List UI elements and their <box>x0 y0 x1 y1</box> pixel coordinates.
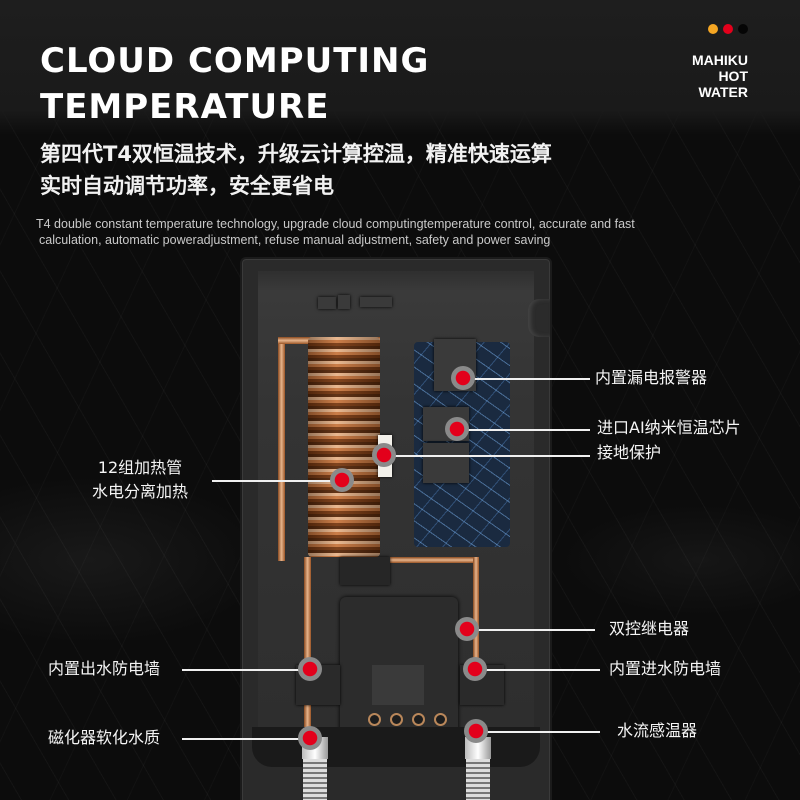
small-connector-block <box>340 557 390 585</box>
marker-outlet-wall[interactable] <box>298 657 322 681</box>
right-bolt-head <box>465 737 491 759</box>
marker-grounding[interactable] <box>372 443 396 467</box>
marker-flow-sensor[interactable] <box>464 719 488 743</box>
callout-line-magnetizer <box>182 738 304 740</box>
black-dot-icon <box>738 24 748 34</box>
page-title: CLOUD COMPUTING TEMPERATURE <box>40 38 429 130</box>
left-lower-pipe <box>304 557 311 737</box>
heater-base <box>252 727 540 767</box>
subtitle-line-1: 第四代T4双恒温技术，升级云计算控温，精准快速运算 <box>40 142 552 166</box>
top-connector-1 <box>318 297 336 309</box>
label-dual-relay: 双控继电器 <box>609 619 690 638</box>
label-magnetizer: 磁化器软化水质 <box>48 728 161 747</box>
water-heater-interior <box>240 257 552 800</box>
marker-ai-chip[interactable] <box>445 417 469 441</box>
label-outlet-wall: 内置出水防电墙 <box>48 659 161 678</box>
marker-inlet-wall[interactable] <box>463 657 487 681</box>
callout-line-outlet-wall <box>182 669 304 671</box>
label-leakage-alarm: 内置漏电报警器 <box>595 368 708 387</box>
title-line-1: CLOUD COMPUTING <box>40 41 430 81</box>
marker-heating-tubes[interactable] <box>330 468 354 492</box>
top-connector-2 <box>338 295 350 309</box>
marker-magnetizer[interactable] <box>298 726 322 750</box>
left-bolt-thread <box>303 759 327 800</box>
top-connector-3 <box>360 297 392 307</box>
label-flow-sensor: 水流感温器 <box>617 721 698 740</box>
terminal-ring-4 <box>434 713 447 726</box>
heating-coil-shade <box>308 337 380 557</box>
brand-line-3: WATER <box>698 84 748 100</box>
callout-line-ai-chip <box>464 429 590 431</box>
callout-line-leakage <box>472 378 590 380</box>
label-heating-line-2: 水电分离加热 <box>92 482 189 501</box>
ai-chip-lower <box>423 443 469 483</box>
chinese-subtitle: 第四代T4双恒温技术，升级云计算控温，精准快速运算 实时自动调节功率，安全更省电 <box>40 138 552 202</box>
title-line-2: TEMPERATURE <box>40 87 330 127</box>
red-dot-icon <box>723 24 733 34</box>
left-vertical-pipe <box>278 341 285 561</box>
callout-line-grounding <box>390 455 590 457</box>
callout-line-relay <box>475 629 595 631</box>
side-knob <box>528 299 550 337</box>
callout-line-heating <box>212 480 334 482</box>
terminal-ring-1 <box>368 713 381 726</box>
right-bottom-pipe <box>340 557 478 563</box>
terminal-rings <box>368 713 447 726</box>
label-grounding: 接地保护 <box>597 443 662 462</box>
control-box-label-area <box>372 665 424 705</box>
right-bolt-thread <box>466 759 490 800</box>
label-heating-tubes: 12组加热管 水电分离加热 <box>92 456 188 504</box>
brand-dots <box>692 24 748 34</box>
orange-dot-icon <box>708 24 718 34</box>
label-ai-chip: 进口AI纳米恒温芯片 <box>597 418 741 437</box>
callout-line-flow-sensor <box>484 731 600 733</box>
english-line-1: T4 double constant temperature technolog… <box>36 217 635 231</box>
brand-line-1: MAHIKU <box>692 52 748 68</box>
brand-logo: MAHIKU HOT WATER <box>692 24 748 100</box>
brand-line-2: HOT <box>718 68 748 84</box>
marker-leakage-alarm[interactable] <box>451 366 475 390</box>
brand-name: MAHIKU HOT WATER <box>692 52 748 100</box>
english-line-2: calculation, automatic poweradjustment, … <box>39 233 551 247</box>
subtitle-line-2: 实时自动调节功率，安全更省电 <box>40 174 334 198</box>
label-inlet-wall: 内置进水防电墙 <box>609 659 722 678</box>
heater-top-lip <box>258 271 534 291</box>
heating-coil <box>308 337 380 557</box>
terminal-ring-3 <box>412 713 425 726</box>
callout-line-inlet-wall <box>484 669 600 671</box>
label-heating-line-1: 12组加热管 <box>97 458 183 477</box>
terminal-ring-2 <box>390 713 403 726</box>
english-description: T4 double constant temperature technolog… <box>36 216 716 248</box>
marker-dual-relay[interactable] <box>455 617 479 641</box>
